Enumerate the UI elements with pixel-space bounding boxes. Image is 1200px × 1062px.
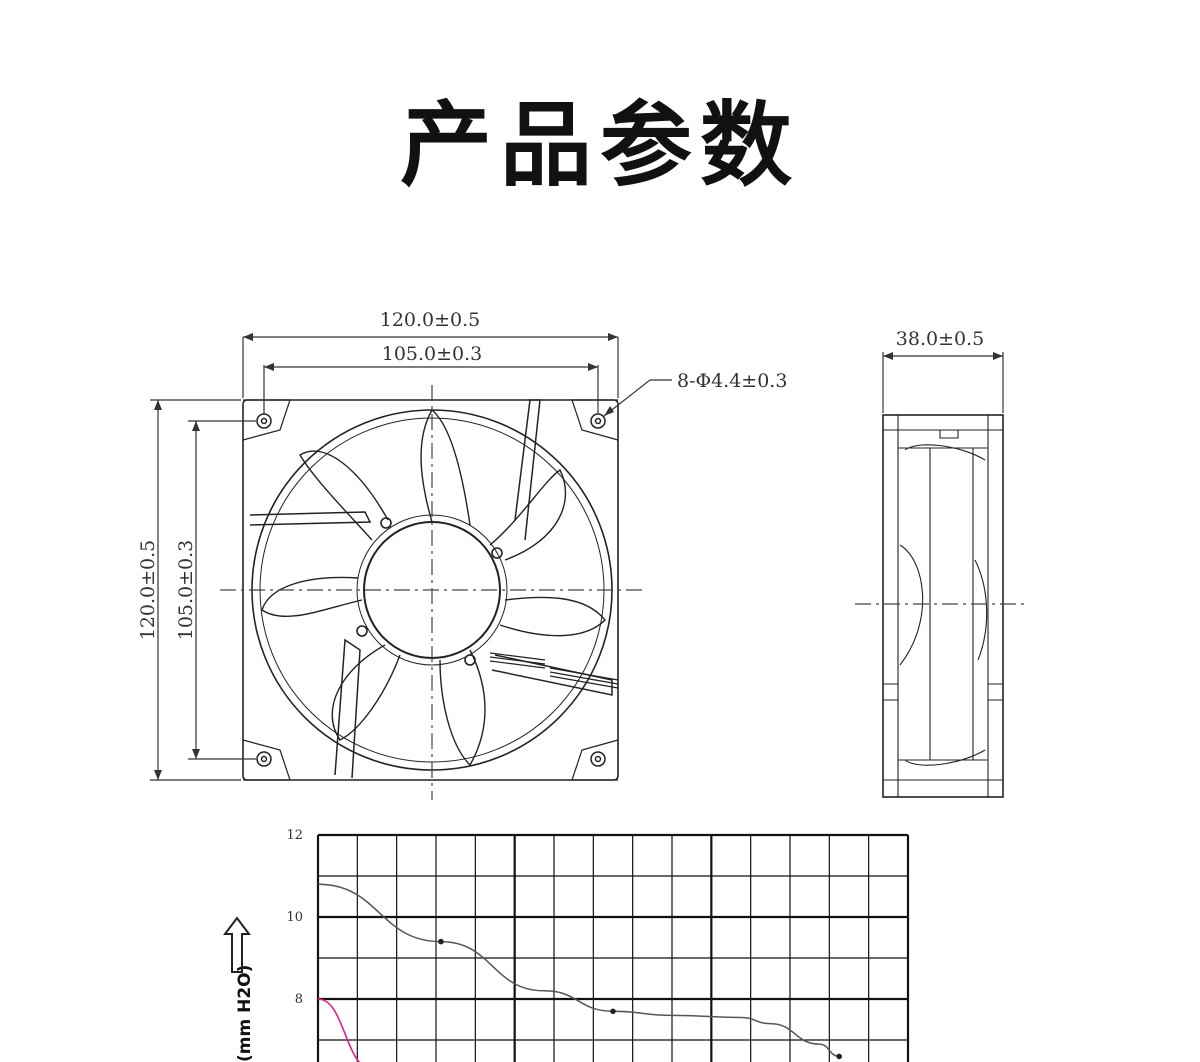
hole-spec-dimension: 8-Φ4.4±0.3 [677,370,787,392]
y-tick-label: 12 [286,828,303,843]
side-dimension-arrows [883,352,1003,360]
front-dimension-lines [150,336,672,781]
mounting-hole [256,413,606,767]
height-inner-dimension: 105.0±0.3 [175,540,197,641]
side-view [882,414,1004,798]
depth-dimension: 38.0±0.5 [896,328,984,350]
front-centerlines [220,385,645,800]
chart-ylabel: (mm H2O) [235,965,255,1062]
y-tick-label: 8 [295,992,303,1007]
data-point [610,1008,616,1015]
fan-blades [261,408,606,767]
side-dimension-lines [882,352,1004,413]
y-axis-arrow-icon [223,916,251,973]
width-inner-dimension: 105.0±0.3 [382,343,483,365]
page-title: 产品参数 [399,92,800,199]
data-point [438,938,444,945]
y-tick-label: 10 [286,910,303,925]
series-line [317,998,361,1062]
data-point [836,1053,842,1060]
dimension-arrows [154,333,618,780]
height-outer-dimension: 120.0±0.5 [137,540,159,641]
width-outer-dimension: 120.0±0.5 [380,309,481,331]
side-frame-outline [882,414,1004,798]
pressure-curve-chart: 12 10 8 [286,828,910,1062]
